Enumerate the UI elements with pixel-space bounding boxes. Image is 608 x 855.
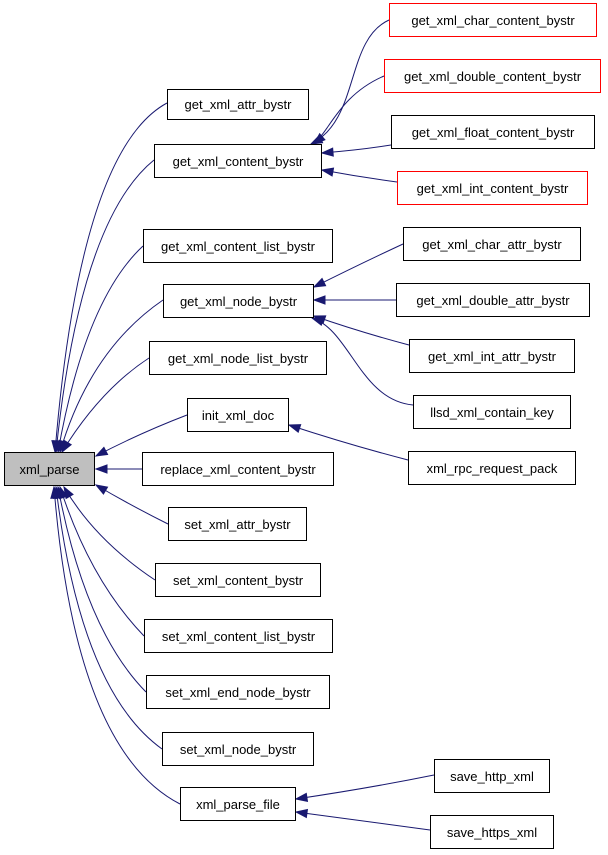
arrowhead-xml_rpc_request_pack-to-init_xml_doc <box>287 424 302 434</box>
arrowhead-set_xml_attr_bystr-to-xml_parse <box>94 484 109 495</box>
arrowhead-save_http_xml-to-xml_parse_file <box>294 792 309 802</box>
edge-get_xml_double_content_bystr-to-get_xml_content_bystr <box>313 75 385 145</box>
node-label: get_xml_double_content_bystr <box>403 68 582 84</box>
node-label: get_xml_attr_bystr <box>184 97 292 112</box>
node-label: set_xml_content_bystr <box>172 572 304 588</box>
node-get-xml-content-bystr[interactable]: get_xml_content_bystr <box>154 144 322 178</box>
node-get-xml-double-attr-bystr[interactable]: get_xml_double_attr_bystr <box>396 283 590 317</box>
node-label: get_xml_content_list_bystr <box>161 238 315 254</box>
node-xml-rpc-request-pack[interactable]: xml_rpc_request_pack <box>408 451 576 485</box>
node-label: replace_xml_content_bystr <box>160 461 316 477</box>
arrowhead-replace_xml_content_bystr-to-xml_parse <box>94 464 108 474</box>
node-init-xml-doc[interactable]: init_xml_doc <box>187 398 289 432</box>
node-set-xml-node-bystr[interactable]: set_xml_node_bystr <box>162 732 314 766</box>
node-label: set_xml_end_node_bystr <box>165 684 311 700</box>
arrowhead-get_xml_node_list_bystr-to-xml_parse <box>61 439 73 454</box>
arrowhead-init_xml_doc-to-xml_parse <box>94 446 109 457</box>
node-replace-xml-content-bystr[interactable]: replace_xml_content_bystr <box>142 452 334 486</box>
node-get-xml-double-content-bystr[interactable]: get_xml_double_content_bystr <box>384 59 601 93</box>
edge-llsd_xml_contain_key-to-get_xml_node_bystr <box>311 317 414 406</box>
edge-save_https_xml-to-xml_parse_file <box>295 811 431 831</box>
node-label: llsd_xml_contain_key <box>430 404 554 420</box>
node-llsd-xml-contain-key[interactable]: llsd_xml_contain_key <box>413 395 571 429</box>
edge-get_xml_char_content_bystr-to-get_xml_content_bystr <box>310 19 390 145</box>
node-label: get_xml_double_attr_bystr <box>416 292 570 308</box>
edge-xml_parse_file-to-xml_parse <box>53 486 181 805</box>
edge-xml_rpc_request_pack-to-init_xml_doc <box>288 424 409 461</box>
node-label: get_xml_int_content_bystr <box>416 180 569 196</box>
node-get-xml-node-list-bystr[interactable]: get_xml_node_list_bystr <box>149 341 327 375</box>
edge-set_xml_content_bystr-to-xml_parse <box>63 486 156 581</box>
edge-set_xml_attr_bystr-to-xml_parse <box>95 484 169 525</box>
node-set-xml-content-bystr[interactable]: set_xml_content_bystr <box>155 563 321 597</box>
node-label: xml_parse <box>19 461 80 477</box>
arrowhead-get_xml_char_attr_bystr-to-get_xml_node_bystr <box>312 277 327 288</box>
node-set-xml-end-node-bystr[interactable]: set_xml_end_node_bystr <box>146 675 330 709</box>
node-get-xml-float-content-bystr[interactable]: get_xml_float_content_bystr <box>391 115 595 149</box>
node-set-xml-content-list-bystr[interactable]: set_xml_content_list_bystr <box>144 619 333 653</box>
node-get-xml-int-attr-bystr[interactable]: get_xml_int_attr_bystr <box>409 339 575 373</box>
edge-get_xml_content_bystr-to-xml_parse <box>55 159 155 453</box>
node-xml-parse: xml_parse <box>4 452 95 486</box>
node-get-xml-attr-bystr[interactable]: get_xml_attr_bystr <box>167 89 309 120</box>
node-label: xml_rpc_request_pack <box>426 460 558 476</box>
node-label: get_xml_int_attr_bystr <box>428 348 556 364</box>
arrowhead-get_xml_double_attr_bystr-to-get_xml_node_bystr <box>312 295 326 305</box>
edge-save_http_xml-to-xml_parse_file <box>295 774 435 800</box>
arrowhead-get_xml_int_content_bystr-to-get_xml_content_bystr <box>320 167 335 177</box>
node-get-xml-int-content-bystr[interactable]: get_xml_int_content_bystr <box>397 171 588 205</box>
node-label: xml_parse_file <box>196 796 280 812</box>
node-label: get_xml_node_list_bystr <box>167 350 309 366</box>
edge-get_xml_node_bystr-to-xml_parse <box>59 299 164 453</box>
arrowhead-save_https_xml-to-xml_parse_file <box>294 808 309 819</box>
node-label: get_xml_node_bystr <box>179 293 298 309</box>
node-label: set_xml_node_bystr <box>179 741 297 757</box>
node-xml-parse-file[interactable]: xml_parse_file <box>180 787 296 821</box>
edge-set_xml_node_bystr-to-xml_parse <box>55 486 163 750</box>
node-label: set_xml_content_list_bystr <box>161 628 316 644</box>
edge-init_xml_doc-to-xml_parse <box>95 414 188 457</box>
node-label: set_xml_attr_bystr <box>184 516 291 532</box>
edge-set_xml_content_list_bystr-to-xml_parse <box>59 486 145 637</box>
edge-set_xml_end_node_bystr-to-xml_parse <box>57 486 147 693</box>
arrowhead-get_xml_float_content_bystr-to-get_xml_content_bystr <box>320 147 334 157</box>
edge-get_xml_int_attr_bystr-to-get_xml_node_bystr <box>313 315 410 346</box>
node-label: get_xml_char_content_bystr <box>411 12 575 28</box>
node-get-xml-content-list-bystr[interactable]: get_xml_content_list_bystr <box>143 229 333 263</box>
arrowhead-llsd_xml_contain_key-to-get_xml_node_bystr <box>310 316 325 326</box>
node-get-xml-node-bystr[interactable]: get_xml_node_bystr <box>163 284 314 318</box>
node-set-xml-attr-bystr[interactable]: set_xml_attr_bystr <box>168 507 307 541</box>
node-save-https-xml[interactable]: save_https_xml <box>430 815 554 849</box>
node-label: save_https_xml <box>446 824 538 840</box>
edge-get_xml_content_list_bystr-to-xml_parse <box>57 245 144 453</box>
node-label: get_xml_content_bystr <box>172 153 304 169</box>
edge-get_xml_attr_bystr-to-xml_parse <box>54 102 168 453</box>
node-label: save_http_xml <box>450 768 534 784</box>
arrowhead-xml_parse_file-to-xml_parse <box>50 485 60 499</box>
node-get-xml-char-attr-bystr[interactable]: get_xml_char_attr_bystr <box>403 227 581 261</box>
node-label: get_xml_float_content_bystr <box>411 124 575 140</box>
node-save-http-xml[interactable]: save_http_xml <box>434 759 550 793</box>
node-label: init_xml_doc <box>201 407 275 423</box>
node-label: get_xml_char_attr_bystr <box>422 236 562 252</box>
node-get-xml-char-content-bystr[interactable]: get_xml_char_content_bystr <box>389 3 597 37</box>
edge-get_xml_node_list_bystr-to-xml_parse <box>61 357 150 453</box>
arrowhead-get_xml_double_content_bystr-to-get_xml_content_bystr <box>312 132 326 145</box>
